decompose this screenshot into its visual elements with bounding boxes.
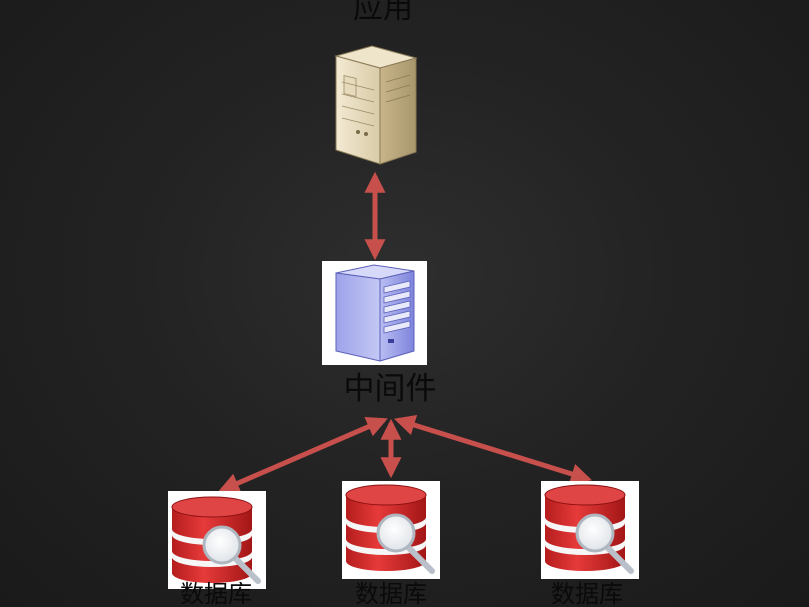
database-label-1: 数据库 [180, 580, 252, 607]
database-node-1 [168, 491, 266, 589]
app-label: 应用 [353, 0, 413, 26]
database-label-2: 数据库 [355, 580, 427, 607]
database-node-2 [342, 481, 440, 579]
middleware-db3-arrow [393, 414, 593, 485]
database-label-3: 数据库 [551, 580, 623, 607]
database-search-icon [345, 484, 435, 574]
server-tower-icon [334, 45, 418, 165]
server-tower-icon [335, 264, 415, 362]
database-search-icon [544, 484, 634, 574]
app-server-node [330, 42, 420, 168]
middleware-db1-arrow [218, 417, 388, 493]
database-search-icon [171, 496, 261, 584]
middleware-server-node [322, 261, 427, 365]
database-node-3 [541, 481, 639, 579]
middleware-label: 中间件 [343, 371, 437, 407]
